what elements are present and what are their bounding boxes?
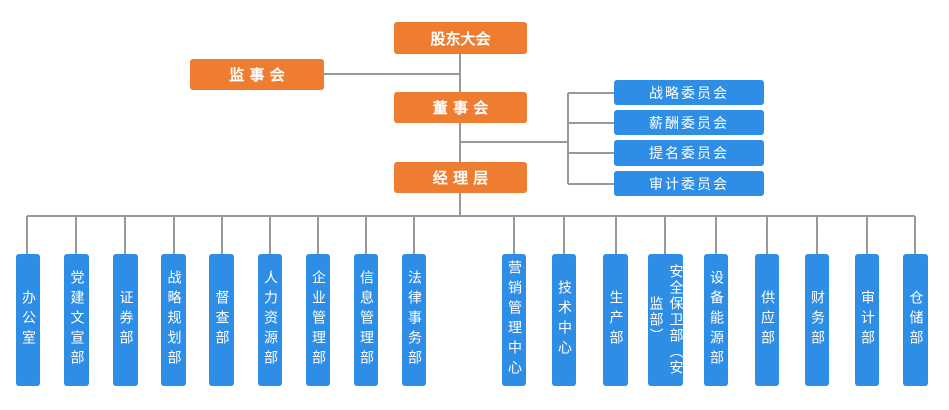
committee-nomination: 提名委员会 [614,140,764,166]
dept-label: 信息管理部 [358,270,374,370]
node-management: 经 理 层 [394,162,527,193]
dept-label: 财务部 [809,290,825,350]
node-board: 董 事 会 [394,92,527,123]
dept-equipment-energy: 设备能源部 [704,254,728,386]
dept-label: 仓储部 [907,290,924,350]
dept-inspection: 督查部 [209,254,234,386]
dept-securities: 证券部 [113,254,138,386]
dept-strategy-planning: 战略规划部 [161,254,186,386]
dept-warehousing: 仓储部 [903,254,928,386]
dept-label: 生产部 [607,290,624,350]
dept-marketing-center: 营销管理中心 [502,254,526,386]
dept-label: 设备能源部 [708,270,724,370]
dept-party-building: 党建文宣部 [64,254,89,386]
dept-technology-center: 技术中心 [552,254,576,386]
dept-legal-affairs: 法律事务部 [402,254,426,386]
dept-label: 证券部 [117,290,134,350]
dept-label: 技术中心 [556,280,572,360]
committee-strategy: 战略委员会 [614,80,764,105]
dept-supply: 供应部 [755,254,779,386]
dept-human-resources: 人力资源部 [258,254,282,386]
dept-label: 企业管理部 [310,270,326,370]
dept-label: 督查部 [213,290,230,350]
node-shareholders: 股东大会 [394,22,527,54]
node-supervisors: 监 事 会 [190,59,324,90]
dept-label: 营销管理中心 [506,260,522,380]
committee-compensation: 薪酬委员会 [614,110,764,135]
dept-label: 党建文宣部 [68,270,85,370]
dept-information-management: 信息管理部 [354,254,378,386]
dept-production: 生产部 [603,254,628,386]
dept-office: 办公室 [16,254,40,386]
dept-label: 法律事务部 [406,270,422,370]
dept-label: 供应部 [759,290,775,350]
dept-security: 安全保卫部（安监部） [647,254,684,386]
dept-label: 审计部 [859,290,875,350]
dept-enterprise-management: 企业管理部 [306,254,330,386]
dept-finance: 财务部 [805,254,829,386]
dept-label: 人力资源部 [262,270,278,370]
dept-label: 办公室 [20,290,36,350]
dept-label: 安全保卫部（安监部） [647,264,684,376]
dept-audit: 审计部 [855,254,879,386]
committee-audit: 审计委员会 [614,171,764,196]
dept-label: 战略规划部 [165,270,182,370]
